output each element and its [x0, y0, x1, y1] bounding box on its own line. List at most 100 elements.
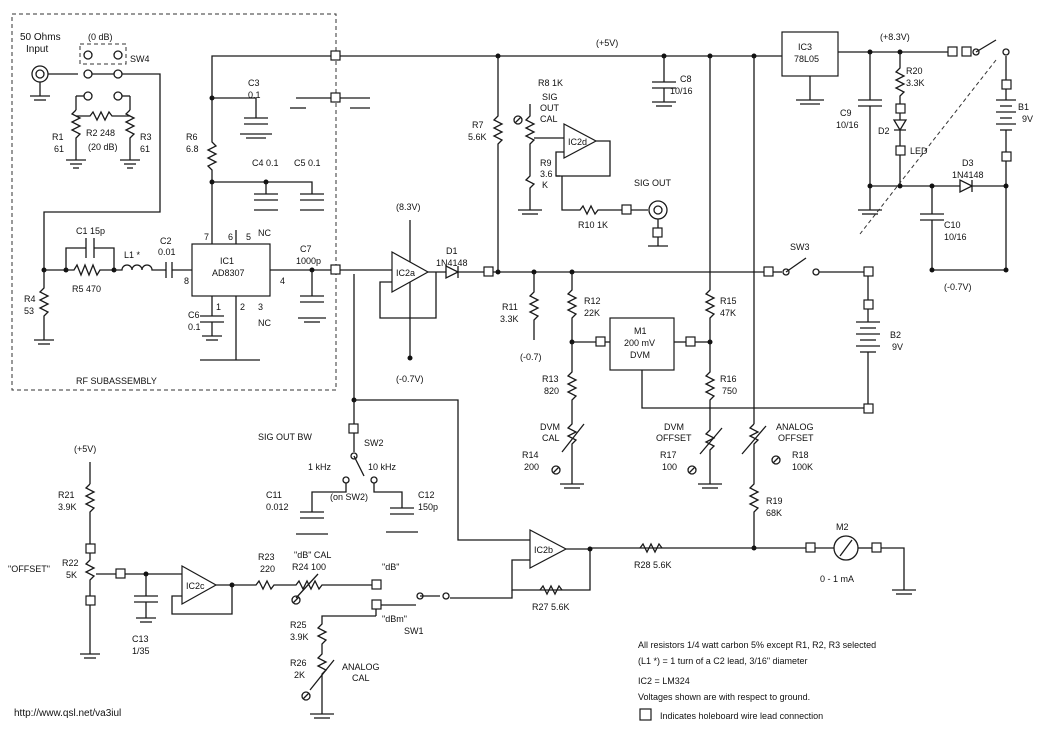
c10-name: C10	[944, 220, 961, 230]
r6-value: 6.8	[186, 144, 199, 154]
c2-name: C2	[160, 236, 172, 246]
labels: 50 Ohms Input (0 dB) SW4 R1 61 R2 248 (2…	[8, 32, 1033, 721]
r26-value: 2K	[294, 670, 305, 680]
c3-value: 0.1	[248, 90, 261, 100]
d3-part: 1N4148	[952, 170, 984, 180]
r21-value: 3.9K	[58, 502, 77, 512]
v-83: (+8.3V)	[880, 32, 910, 42]
r22-name: R22	[62, 558, 79, 568]
sw4-db: (0 dB)	[88, 32, 113, 42]
ic2b-label: IC2b	[534, 545, 553, 555]
analog-offset-2: OFFSET	[778, 433, 814, 443]
r11-value: 3.3K	[500, 314, 519, 324]
c7-value: 1000p	[296, 256, 321, 266]
analog-cal-1: ANALOG	[342, 662, 380, 672]
c13-value: 1/35	[132, 646, 150, 656]
m1-dvm	[609, 317, 675, 371]
note-5: Indicates holeboard wire lead connection	[660, 711, 823, 721]
r27-name: R27 5.6K	[532, 602, 570, 612]
c6-name: C6	[188, 310, 200, 320]
ic1-pin2: 2	[240, 302, 245, 312]
ic3-part: 78L05	[794, 54, 819, 64]
d3-name: D3	[962, 158, 974, 168]
b1-battery	[996, 89, 1016, 270]
ic2a-label: IC2a	[396, 268, 415, 278]
r4-resistor	[38, 270, 50, 340]
c1-name: C1 15p	[76, 226, 105, 236]
c11-name: C11	[266, 490, 282, 500]
r15-value: 47K	[720, 308, 736, 318]
offset-label: "OFFSET"	[8, 564, 50, 574]
ic2c-label: IC2c	[186, 581, 205, 591]
b1-value: 9V	[1022, 114, 1033, 124]
ic3-name: IC3	[798, 42, 812, 52]
ic1-pin1: 1	[216, 302, 221, 312]
r5-resistor	[66, 263, 114, 277]
r1-value: 61	[54, 144, 64, 154]
ic2d-opamp	[563, 123, 598, 159]
r9-v2: K	[542, 180, 548, 190]
c9-value: 10/16	[836, 120, 859, 130]
sig-out-cal-1: SIG	[542, 92, 558, 102]
r16-value: 750	[722, 386, 737, 396]
r9-name: R9	[540, 158, 552, 168]
r28-name: R28 5.6K	[634, 560, 672, 570]
v-m07: (-0.7V)	[944, 282, 972, 292]
c12-name: C12	[418, 490, 435, 500]
c2-value: 0.01	[158, 247, 176, 257]
r25-value: 3.9K	[290, 632, 309, 642]
sw4-label: SW4	[130, 54, 150, 64]
input-label-1: 50 Ohms	[20, 32, 61, 43]
r24-name: R24 100	[292, 562, 326, 572]
ic1-pin8: 8	[184, 276, 189, 286]
sig-out-cal-3: CAL	[540, 114, 558, 124]
input-label-2: Input	[26, 44, 48, 55]
c7-name: C7	[300, 244, 312, 254]
b2-battery	[856, 309, 880, 404]
ic2b-opamp	[529, 529, 568, 569]
ic1-part: AD8307	[212, 268, 245, 278]
m2-range: 0 - 1 mA	[820, 574, 854, 584]
r23-value: 220	[260, 564, 275, 574]
r17-name: R17	[660, 450, 677, 460]
ic1-pin7: 7	[204, 232, 209, 242]
c8-value: 10/16	[670, 86, 693, 96]
c6-value: 0.1	[188, 322, 201, 332]
r18-name: R18	[792, 450, 809, 460]
r19-value: 68K	[766, 508, 782, 518]
ic1-pin3: 3	[258, 302, 263, 312]
m2-name: M2	[836, 522, 849, 532]
r23-name: R23	[258, 552, 275, 562]
ic1-name: IC1	[220, 256, 234, 266]
r7-name: R7	[472, 120, 484, 130]
c13-name: C13	[132, 634, 149, 644]
r4-value: 53	[24, 306, 34, 316]
sw1-label: SW1	[404, 626, 424, 636]
note-2: (L1 *) = 1 turn of a C2 lead, 3/16" diam…	[638, 656, 808, 666]
rf-subassembly-box	[11, 13, 337, 391]
bw-10k: 10 kHz	[368, 462, 397, 472]
r9-v1: 3.6	[540, 169, 553, 179]
r12-name: R12	[584, 296, 601, 306]
v-m07b: (-0.7V)	[396, 374, 424, 384]
r3-value: 61	[140, 144, 150, 154]
ic2c-opamp	[181, 564, 218, 606]
attenuator-network	[66, 95, 140, 169]
ic1-pin4: 4	[280, 276, 285, 286]
ic1-pin5: 5	[246, 232, 251, 242]
sig-out-bw: SIG OUT BW	[258, 432, 312, 442]
db-cal: "dB" CAL	[294, 550, 331, 560]
note-1: All resistors 1/4 watt carbon 5% except …	[638, 640, 876, 650]
analog-offset-1: ANALOG	[776, 422, 814, 432]
r15-name: R15	[720, 296, 737, 306]
b2-name: B2	[890, 330, 901, 340]
r20-value: 3.3K	[906, 78, 925, 88]
r8-name: R8 1K	[538, 78, 563, 88]
r6-resistor	[206, 98, 218, 182]
r11-name: R11	[502, 302, 518, 312]
r1-name: R1	[52, 132, 64, 142]
ic1-nc1: NC	[258, 228, 271, 238]
ic1-nc2: NC	[258, 318, 271, 328]
